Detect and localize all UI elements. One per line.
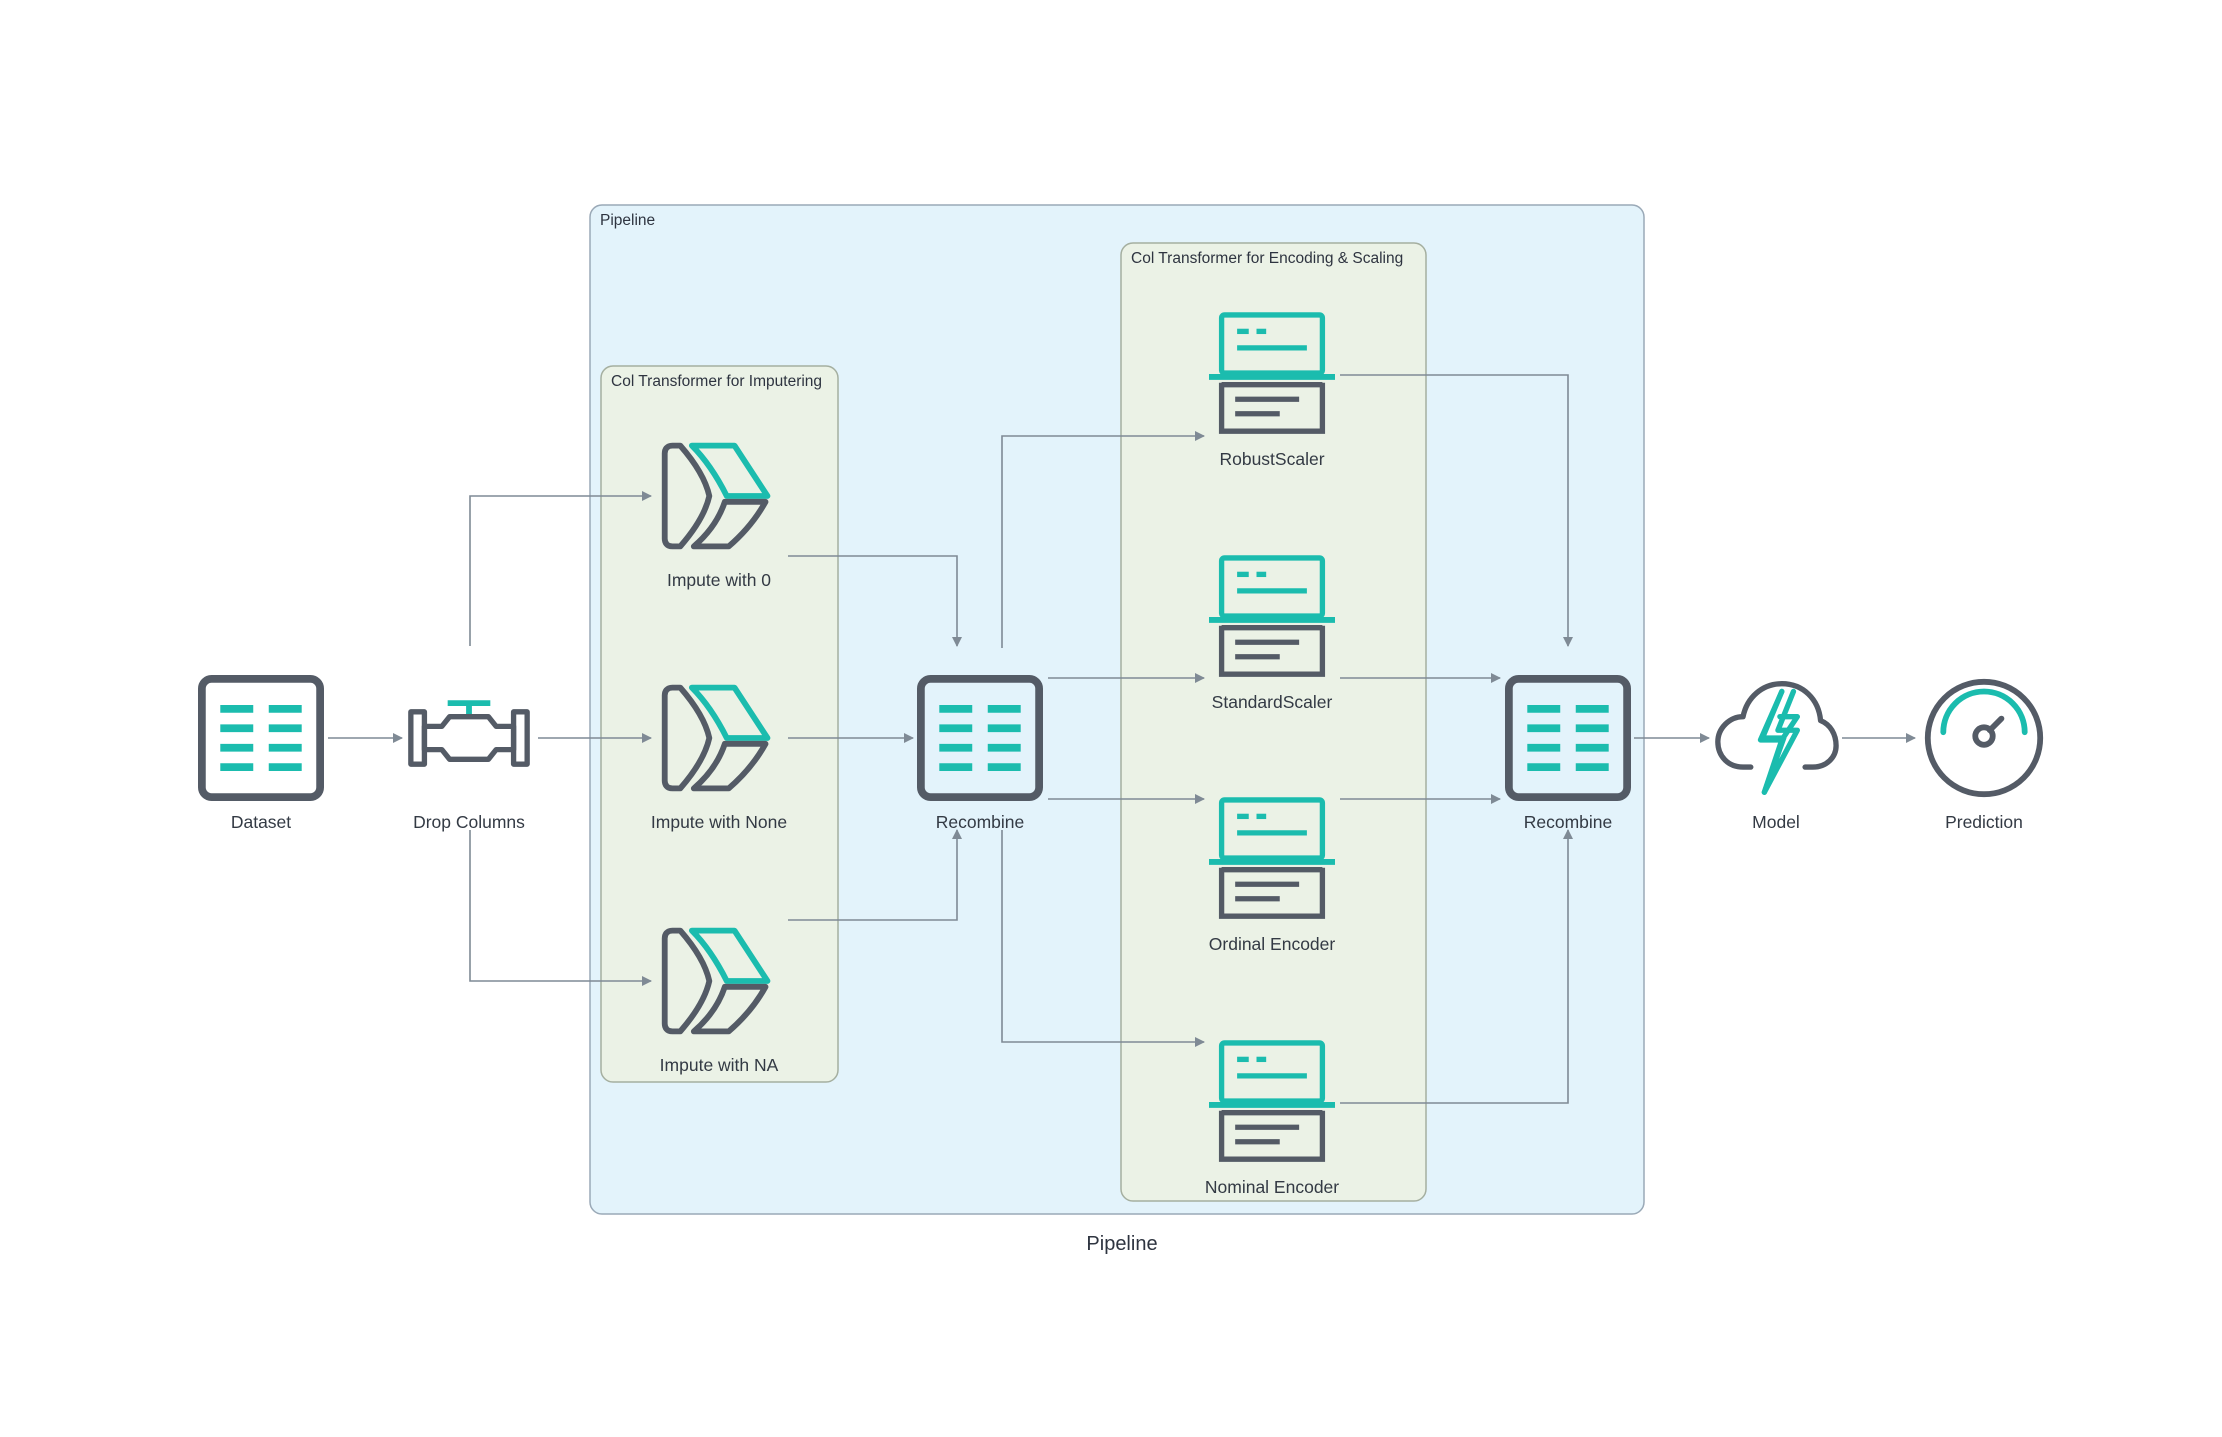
cloud-lightning-icon — [1718, 684, 1836, 793]
gauge-icon — [1928, 682, 2040, 794]
edge-drop-imputeNA — [469, 830, 652, 986]
pipe-valve-icon — [411, 703, 527, 764]
pipeline-cluster-label: Pipeline — [600, 212, 655, 229]
node-label-nominal: Nominal Encoder — [1205, 1177, 1339, 1197]
encoder-cluster: Col Transformer for Encoding & Scaling — [1120, 242, 1427, 1202]
node-recombine-1[interactable]: Recombine — [921, 679, 1039, 832]
node-label-dataset: Dataset — [231, 812, 291, 832]
node-label-imputeNA: Impute with NA — [660, 1055, 779, 1075]
encoder-cluster-label: Col Transformer for Encoding & Scaling — [1131, 250, 1403, 267]
node-model[interactable]: Model — [1718, 684, 1836, 832]
node-impute-na[interactable]: Impute with NA — [660, 931, 779, 1075]
node-label-prediction: Prediction — [1945, 812, 2023, 832]
node-impute-none[interactable]: Impute with None — [651, 688, 787, 832]
node-label-imputeNone: Impute with None — [651, 812, 787, 832]
node-label-impute0: Impute with 0 — [667, 570, 771, 590]
edge-drop-impute0 — [469, 491, 652, 646]
edge-nominal-recombine2 — [1340, 829, 1573, 1104]
node-label-robust: RobustScaler — [1219, 449, 1324, 469]
node-label-standard: StandardScaler — [1212, 692, 1333, 712]
node-prediction[interactable]: Prediction — [1928, 682, 2040, 832]
node-drop-columns[interactable]: Drop Columns — [411, 703, 527, 832]
node-label-model: Model — [1752, 812, 1800, 832]
node-label-recombine1: Recombine — [936, 812, 1025, 832]
node-dataset[interactable]: Dataset — [202, 679, 320, 832]
table-icon — [202, 679, 320, 797]
node-label-recombine2: Recombine — [1524, 812, 1613, 832]
edge-imputeNA-recombine1 — [788, 829, 962, 921]
edge-impute0-recombine1 — [788, 555, 962, 647]
edges — [328, 374, 1916, 1104]
node-recombine-2[interactable]: Recombine — [1509, 679, 1627, 832]
imputer-cluster-label: Col Transformer for Imputering — [611, 373, 822, 390]
node-label-ordinal: Ordinal Encoder — [1209, 934, 1336, 954]
node-label-drop: Drop Columns — [413, 812, 525, 832]
edge-recombine1-nominal — [1001, 830, 1205, 1047]
diagram-caption: Pipeline — [1086, 1233, 1157, 1255]
edge-recombine1-robust — [1001, 431, 1205, 648]
node-nominal-encoder[interactable]: Nominal Encoder — [1205, 1043, 1339, 1197]
node-standard-scaler[interactable]: StandardScaler — [1208, 558, 1336, 712]
node-ordinal-encoder[interactable]: Ordinal Encoder — [1208, 800, 1336, 954]
edge-robust-recombine2 — [1340, 374, 1573, 647]
node-robust-scaler[interactable]: RobustScaler — [1208, 315, 1336, 469]
node-impute-0[interactable]: Impute with 0 — [665, 446, 772, 590]
